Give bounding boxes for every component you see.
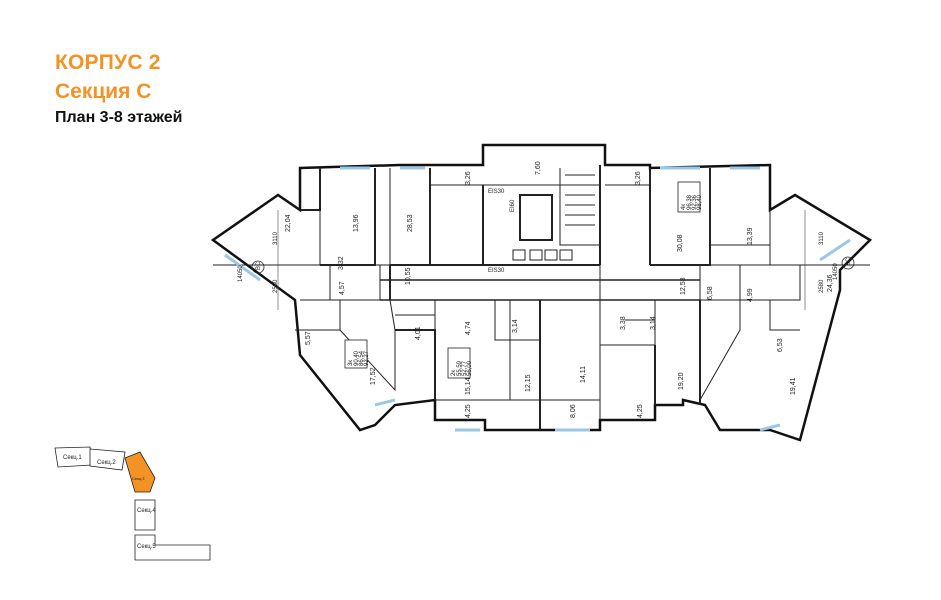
apartment-rooms: 3к [348, 360, 354, 366]
room-area: 28,53 [407, 214, 414, 232]
apartment-box-4k: 4к 96,38 92,36 98,40 [677, 181, 703, 213]
building-title: КОРПУС 2 [55, 51, 161, 74]
plan-title: План 3-8 этажей [55, 109, 183, 126]
room-area: 10,55 [405, 267, 412, 285]
room-area: 3,14 [650, 316, 657, 330]
dimension-label: 3110 [273, 231, 279, 245]
bc-label: BC [846, 257, 852, 266]
apartment-area: 96,38 [687, 194, 693, 210]
dimension-label: 14050 [833, 263, 839, 280]
apartment-area: 56,00 [467, 360, 473, 376]
room-area: 3,14 [512, 319, 519, 333]
key-section-label: Секц.1 [63, 455, 82, 461]
room-area: 14,11 [580, 366, 587, 383]
dimension-label: 3110 [819, 231, 825, 245]
room-area: 4,25 [637, 404, 644, 418]
apartment-area: 86,54 [359, 350, 365, 366]
room-area: 4,25 [465, 404, 472, 418]
key-section-label: Секц.3 [132, 476, 145, 481]
apartment-box-3k: 3к 90,40 86,54 92,27 [344, 339, 370, 369]
room-area: 3,38 [620, 316, 627, 330]
dimension-lines [277, 210, 806, 310]
windows [224, 166, 851, 432]
dimension-label: 2580 [273, 279, 279, 293]
key-section-4 [134, 499, 156, 531]
room-area: 15,14 [465, 377, 472, 395]
room-area: 4,57 [339, 281, 346, 295]
fire-rating-label: EI60 [510, 199, 516, 212]
room-area: 22,04 [285, 214, 292, 232]
room-area: 13,96 [353, 214, 360, 232]
key-section-label: Секц.2 [97, 460, 116, 466]
key-section-3 [124, 451, 156, 493]
room-area: 8,06 [570, 404, 577, 418]
room-area: 30,08 [677, 234, 684, 252]
key-section-2 [89, 448, 126, 471]
section-title: Секция С [55, 80, 152, 103]
room-area: 17,52 [370, 367, 377, 385]
fire-rating-label: EIS30 [488, 189, 505, 195]
key-section-5 [134, 534, 211, 561]
room-area: 3,26 [465, 171, 472, 185]
plan-walls [210, 143, 873, 442]
apartment-area: 92,36 [692, 194, 698, 210]
fire-rating-labels: EIS30 EI60 EIS30 [488, 189, 516, 274]
fire-rating-label: EIS30 [488, 268, 505, 274]
apartment-area: 52,77 [462, 360, 468, 376]
key-section-label: Секц.5 [137, 544, 156, 550]
room-area: 19,20 [678, 372, 685, 390]
apartment-area: 92,27 [364, 350, 370, 366]
room-area: 6,53 [777, 338, 784, 352]
apartment-area: 90,40 [354, 350, 360, 366]
dimension-labels: 3110 14050 2580 3110 14050 2580 [238, 231, 839, 293]
key-section-label: Секц.4 [137, 508, 156, 514]
room-area: 4,99 [747, 288, 754, 302]
room-area: 19,41 [790, 377, 797, 395]
room-area: 24,36 [827, 274, 834, 292]
room-area: 6,58 [707, 286, 714, 300]
apartment-area: 98,40 [697, 194, 703, 210]
bc-label: BC [256, 261, 262, 270]
apartment-rooms: 2к [451, 370, 457, 376]
room-areas: 22,04 13,96 28,53 3,26 7,60 3,26 30,08 1… [285, 161, 834, 418]
bc-markers: BC BC [251, 256, 855, 274]
title-block: КОРПУС 2 Секция С План 3-8 этажей [55, 48, 182, 130]
room-area: 4,01 [415, 326, 422, 340]
dimension-label: 14050 [238, 265, 244, 282]
dimension-label: 2580 [819, 279, 825, 293]
apartment-box-2k: 2к 55,59 52,77 56,00 [447, 347, 473, 379]
room-area: 7,60 [535, 161, 542, 175]
room-area: 4,74 [465, 321, 472, 335]
room-area: 12,15 [525, 374, 532, 392]
room-area: 12,53 [680, 277, 687, 295]
apartment-area: 55,59 [457, 360, 463, 376]
room-area: 3,32 [338, 256, 345, 270]
apartment-rooms: 4к [681, 204, 687, 210]
room-area: 13,39 [747, 227, 754, 245]
room-area: 5,57 [305, 331, 312, 345]
room-area: 3,26 [635, 171, 642, 185]
